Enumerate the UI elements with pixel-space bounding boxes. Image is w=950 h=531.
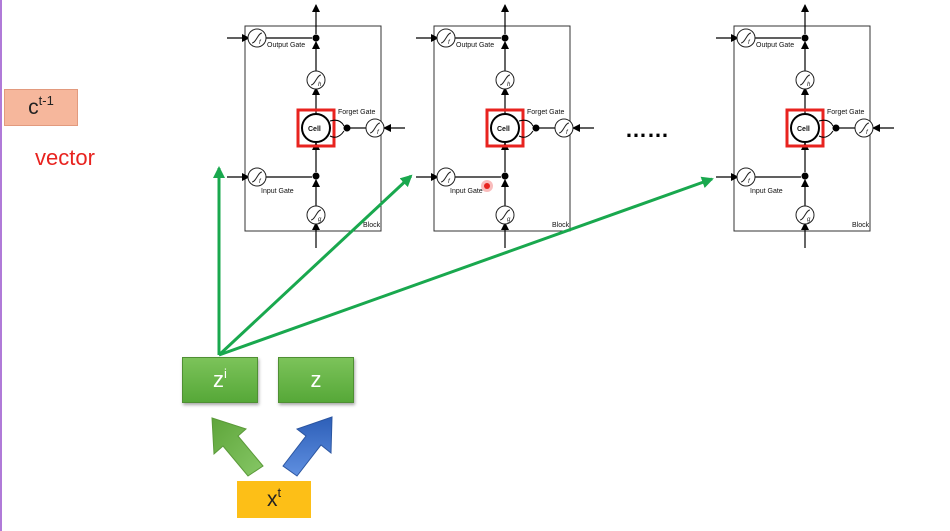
input-gate-sigmoid-symbol: f xyxy=(259,179,262,185)
forget-gate-label: Forget Gate xyxy=(527,109,564,116)
h-activation-curve xyxy=(799,74,811,86)
forget-gate-sigmoid-curve xyxy=(369,122,381,134)
self-loop-return xyxy=(518,130,534,138)
block-label: Block xyxy=(363,222,381,229)
g-activation-curve xyxy=(799,209,811,221)
multiply-node xyxy=(343,124,351,132)
multiply-node xyxy=(801,172,809,180)
multiply-node xyxy=(801,34,809,42)
output-gate-sigmoid-curve xyxy=(251,32,263,44)
h-activation-symbol: h xyxy=(507,82,511,88)
z-base: z xyxy=(310,367,322,392)
output-gate-sigmoid-symbol: f xyxy=(748,40,751,46)
zi-sup: i xyxy=(224,365,227,381)
multiply-node xyxy=(501,34,509,42)
output-gate-label: Output Gate xyxy=(456,42,494,49)
input-gate-label: Input Gate xyxy=(450,188,483,195)
green-block-arrow-icon xyxy=(211,417,264,477)
g-activation-curve xyxy=(499,209,511,221)
input-gate-sigmoid-symbol: f xyxy=(748,179,751,185)
input-gate-label: Input Gate xyxy=(750,188,783,195)
cell-highlight xyxy=(485,108,525,148)
h-activation-curve xyxy=(499,74,511,86)
self-loop-return xyxy=(329,130,345,138)
input-gate-sigmoid-curve xyxy=(251,171,263,183)
vector-label: vector xyxy=(35,145,95,170)
forget-gate-sigmoid-symbol: f xyxy=(377,130,380,136)
input-gate-sigmoid-curve xyxy=(440,171,452,183)
cell-label: Cell xyxy=(308,126,321,133)
block-label: Block xyxy=(552,222,570,229)
green-arrows xyxy=(213,166,714,357)
left-edge-line xyxy=(0,0,2,531)
cell-label: Cell xyxy=(497,126,510,133)
output-gate-label: Output Gate xyxy=(756,42,794,49)
ct-base: c xyxy=(28,95,39,119)
h-activation-symbol: h xyxy=(318,82,322,88)
cell-highlight xyxy=(296,108,336,148)
blue-block-arrow-icon xyxy=(282,416,333,477)
cell-node xyxy=(301,113,331,143)
cell-node xyxy=(790,113,820,143)
multiply-node xyxy=(312,172,320,180)
green-arrow-2 xyxy=(217,174,413,357)
output-gate-label: Output Gate xyxy=(267,42,305,49)
forget-gate-label: Forget Gate xyxy=(338,109,375,116)
z-input-box: z xyxy=(278,357,354,403)
g-activation-curve xyxy=(310,209,322,221)
h-activation-symbol: h xyxy=(807,82,811,88)
self-loop xyxy=(818,119,834,127)
ellipsis: …… xyxy=(625,117,669,142)
multiply-node xyxy=(501,172,509,180)
forget-gate-sigmoid-curve xyxy=(858,122,870,134)
self-loop xyxy=(518,119,534,127)
multiply-node xyxy=(532,124,540,132)
self-loop-return xyxy=(818,130,834,138)
forget-gate-sigmoid-curve xyxy=(558,122,570,134)
input-gate-sigmoid-symbol: f xyxy=(448,179,451,185)
xt-base: x xyxy=(266,487,278,511)
forget-gate-sigmoid-symbol: f xyxy=(566,130,569,136)
forget-gate-sigmoid-symbol: f xyxy=(866,130,869,136)
pointer-dot-core xyxy=(484,183,490,189)
forget-gate-label: Forget Gate xyxy=(827,109,864,116)
cell-label: Cell xyxy=(797,126,810,133)
multiply-node xyxy=(312,34,320,42)
green-arrow-3 xyxy=(218,176,714,357)
block-label: Block xyxy=(852,222,870,229)
output-gate-sigmoid-symbol: f xyxy=(448,40,451,46)
h-activation-curve xyxy=(310,74,322,86)
zi-base: z xyxy=(213,367,225,392)
output-gate-sigmoid-curve xyxy=(740,32,752,44)
ct-sup: t-1 xyxy=(38,93,54,108)
cell-node xyxy=(490,113,520,143)
input-gate-label: Input Gate xyxy=(261,188,294,195)
g-activation-symbol: g xyxy=(807,217,811,223)
input-gate-sigmoid-curve xyxy=(740,171,752,183)
output-gate-sigmoid-symbol: f xyxy=(259,40,262,46)
xt-sup: t xyxy=(277,485,282,500)
self-loop xyxy=(329,119,345,127)
cell-highlight xyxy=(785,108,825,148)
g-activation-symbol: g xyxy=(507,217,511,223)
g-activation-symbol: g xyxy=(318,217,322,223)
output-gate-sigmoid-curve xyxy=(440,32,452,44)
multiply-node xyxy=(832,124,840,132)
